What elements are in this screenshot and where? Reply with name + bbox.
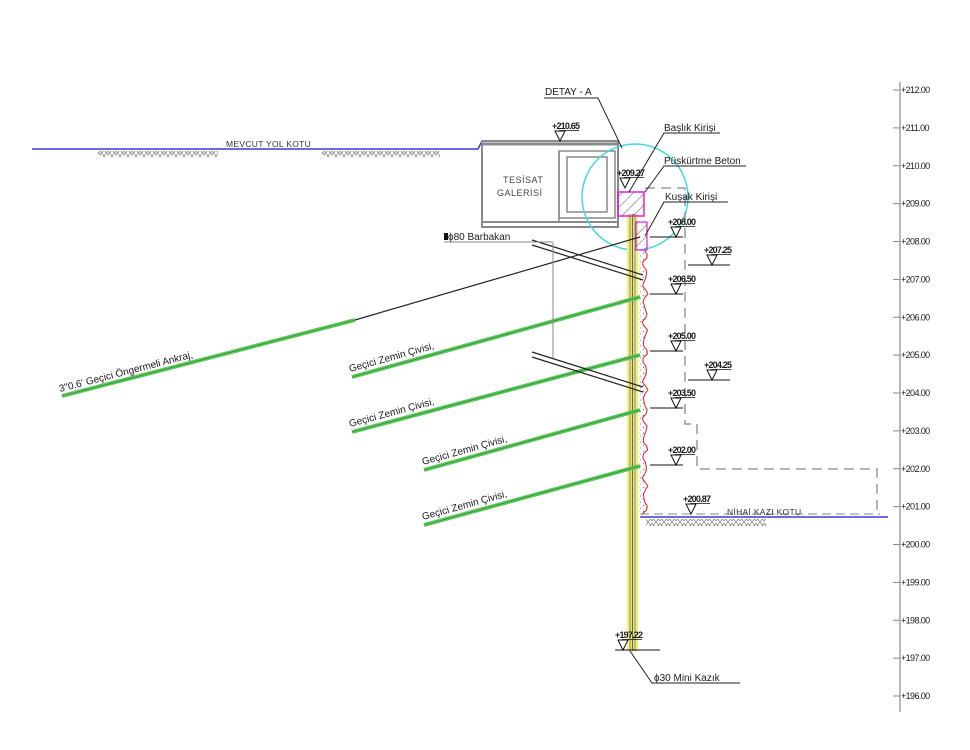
axis-tick-label: +208.00 — [901, 237, 930, 247]
elevation-marker-e208: +208.00 — [650, 217, 697, 239]
excavation-stage-line — [645, 187, 878, 515]
elevation-marker-e207-25: +207.25 — [688, 245, 733, 267]
elevation-triangle-icon — [670, 283, 682, 296]
gallery-label-line2: GALERİSİ — [497, 188, 543, 198]
elevation-marker-e206-50: +206.50 — [650, 274, 697, 296]
elevation-triangle-icon — [670, 340, 682, 353]
elevation-axis: +212.00 +211.00 +210.00 +209.00 +208.00 +207.… — [893, 82, 931, 712]
axis-tick-label: +198.00 — [901, 615, 930, 625]
weepholes: ϕ80 Barbakan — [444, 232, 644, 393]
shotcrete-leader — [644, 165, 746, 193]
weephole-label: ϕ80 Barbakan — [448, 232, 510, 243]
elevation-marker-e202: +202.00 — [650, 445, 697, 467]
elevation-value: +210.65 — [552, 121, 580, 131]
elevation-value: +204.25 — [704, 360, 732, 370]
elevation-value: +207.25 — [704, 245, 732, 255]
weephole-upper-a — [531, 239, 644, 276]
soil-nail-4: Geçici Zemin Çivisi, — [421, 464, 641, 527]
axis-tick-label: +204.00 — [901, 388, 930, 398]
mini-pile-leader — [629, 650, 740, 684]
capping-beam-label: Başlık Kirişi — [664, 123, 716, 134]
soil-hatch-right — [322, 151, 440, 157]
anchor-label: 3"0.6' Geçici Öngermeli Ankraj, — [58, 349, 194, 395]
elevation-markers: +210.65 +209.27 +208.00 +207.25 +206.50 +205.… — [552, 121, 733, 652]
elevation-value: +202.00 — [668, 445, 696, 455]
axis-tick-label: +212.00 — [901, 85, 930, 95]
elevation-value: +203.50 — [668, 388, 696, 398]
axis-tick-label: +206.00 — [901, 312, 930, 322]
axis-tick-label: +201.00 — [901, 502, 930, 512]
weephole-marker — [444, 233, 448, 240]
axis-tick-label: +210.00 — [901, 161, 930, 171]
soil-hatch-left — [98, 151, 218, 157]
axis-tick-label: +207.00 — [901, 274, 930, 284]
mini-pile-label: ϕ30 Mini Kazık — [654, 673, 721, 684]
final-excavation-level: NİHAİ KAZI KOTU — [640, 507, 888, 526]
axis-tick-label: +203.00 — [901, 426, 930, 436]
shotcrete-face — [638, 249, 649, 516]
elevation-value: +209.27 — [617, 168, 645, 178]
mini-pile — [627, 214, 638, 651]
waler-beam-leader — [644, 201, 728, 237]
existing-road-label: MEVCUT YOL KOTU — [226, 139, 311, 149]
axis-tick-label: +197.00 — [901, 653, 930, 663]
waler-beam — [635, 221, 648, 251]
elevation-marker-e205: +205.00 — [650, 331, 697, 353]
utility-gallery: TESİSAT GALERİSİ — [481, 140, 619, 228]
shotcrete-edge — [641, 249, 649, 515]
axis-tick-label: +200.00 — [901, 540, 930, 550]
weephole-lower-b — [531, 356, 644, 393]
axis-tick-label: +199.00 — [901, 577, 930, 587]
elevation-marker-e204-25: +204.25 — [688, 360, 733, 382]
elevation-triangle-icon — [670, 226, 682, 239]
detail-a-leader — [544, 97, 623, 149]
elevation-triangle-icon — [554, 130, 566, 143]
final-excavation-label: NİHAİ KAZI KOTU — [727, 507, 801, 517]
anchor-free-length — [354, 236, 641, 321]
capping-beam-leader — [628, 132, 720, 193]
gallery-label-line1: TESİSAT — [503, 175, 543, 185]
weephole-upper-b — [531, 244, 644, 281]
capping-beam — [617, 191, 645, 217]
elevation-triangle-icon — [619, 177, 631, 190]
final-soil-hatch — [646, 519, 766, 526]
axis-tick-label: +205.00 — [901, 350, 930, 360]
elevation-value: +205.00 — [668, 331, 696, 341]
elevation-triangle-icon — [670, 397, 682, 410]
elevation-value: +206.50 — [668, 274, 696, 284]
elevation-value: +197.22 — [615, 630, 643, 640]
axis-tick-label: +211.00 — [901, 123, 930, 133]
elevation-marker-e203-50: +203.50 — [650, 388, 697, 410]
detail-a-label: DETAY - A — [545, 87, 592, 98]
soil-nail-3: Geçici Zemin Çivisi, — [421, 408, 641, 472]
elevation-value: +200.87 — [683, 494, 711, 504]
elevation-triangle-icon — [670, 454, 682, 467]
waler-beam-label: Kuşak Kirişi — [665, 192, 717, 203]
elevation-value: +208.00 — [668, 217, 696, 227]
axis-tick-label: +209.00 — [901, 199, 930, 209]
elevation-marker-gallery-top: +210.65 — [552, 121, 581, 143]
axis-tick-label: +202.00 — [901, 464, 930, 474]
elevation-marker-pile-toe: +197.22 — [615, 630, 660, 652]
axis-tick-label: +196.00 — [901, 691, 930, 701]
elevation-triangle-icon — [706, 369, 718, 382]
elevation-triangle-icon — [617, 639, 629, 652]
weephole-lower-a — [531, 351, 644, 388]
elevation-marker-final: +200.87 — [683, 494, 712, 516]
elevation-triangle-icon — [706, 254, 718, 267]
shotcrete-label: Püskürtme Beton — [664, 156, 741, 167]
callouts: DETAY - A Başlık Kirişi Püskürtme Beton … — [544, 87, 746, 684]
gallery-inner-box — [566, 156, 608, 213]
soil-nails: Geçici Zemin Çivisi, Geçici Zemin Çivisi… — [348, 295, 641, 527]
elevation-triangle-icon — [685, 503, 697, 516]
axis-ticks: +212.00 +211.00 +210.00 +209.00 +208.00 +207.… — [893, 85, 931, 701]
elevation-marker-beam-top: +209.27 — [617, 168, 646, 190]
